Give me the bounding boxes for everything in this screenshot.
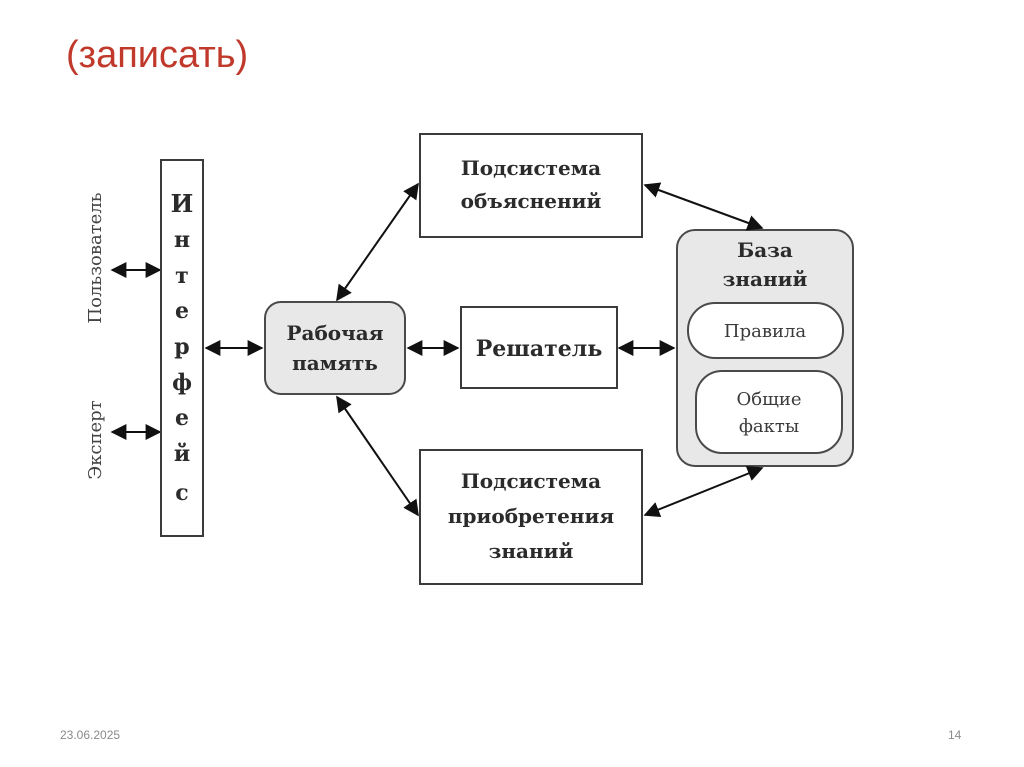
solver-box	[460, 306, 618, 389]
acquisition-knowledge-arrow	[643, 465, 764, 518]
acquisition-subsystem-box	[419, 449, 643, 585]
general-facts-box	[695, 370, 843, 454]
knowledge-base-line2: знаний	[723, 267, 808, 291]
memory-explanation-arrow	[336, 182, 419, 302]
expert-label: Эксперт	[85, 400, 106, 479]
interface-letter: И	[171, 189, 194, 218]
solver-label: Решатель	[476, 336, 603, 362]
interface-letter: р	[174, 334, 189, 360]
interface-letter: й	[174, 441, 190, 467]
working-memory-line2: память	[292, 351, 378, 375]
general-facts-line2: факты	[739, 416, 799, 437]
working-memory-box	[264, 301, 406, 395]
slide-date: 23.06.2025	[60, 728, 121, 742]
interface-letter: е	[175, 298, 189, 324]
slide-title: (записать)	[66, 34, 249, 76]
interface-box	[160, 159, 204, 537]
acquisition-subsystem-line3: знаний	[489, 539, 574, 563]
interface-letter: с	[175, 480, 188, 506]
interface-letter: н	[174, 227, 190, 253]
acquisition-subsystem-line1: Подсистема	[461, 469, 601, 493]
user-label: Пользователь	[85, 192, 106, 323]
explanation-subsystem-box	[419, 133, 643, 238]
interface-letter: е	[175, 405, 189, 431]
memory-acquisition-arrow	[336, 395, 419, 517]
working-memory-line1: Рабочая	[286, 321, 383, 345]
interface-letter: т	[175, 263, 189, 289]
knowledge-base-line1: База	[737, 238, 793, 262]
rules-box	[687, 302, 844, 359]
interface-letter: ф	[172, 370, 192, 396]
explanation-subsystem-line1: Подсистема	[461, 156, 601, 180]
general-facts-line1: Общие	[737, 389, 802, 410]
explanation-subsystem-line2: объяснений	[461, 189, 602, 213]
explanation-knowledge-arrow	[643, 182, 764, 231]
acquisition-subsystem-line2: приобретения	[448, 504, 614, 528]
rules-label: Правила	[724, 321, 807, 342]
slide-page-number: 14	[948, 728, 962, 742]
interface-letters: И н т е р ф е й с	[171, 189, 194, 506]
